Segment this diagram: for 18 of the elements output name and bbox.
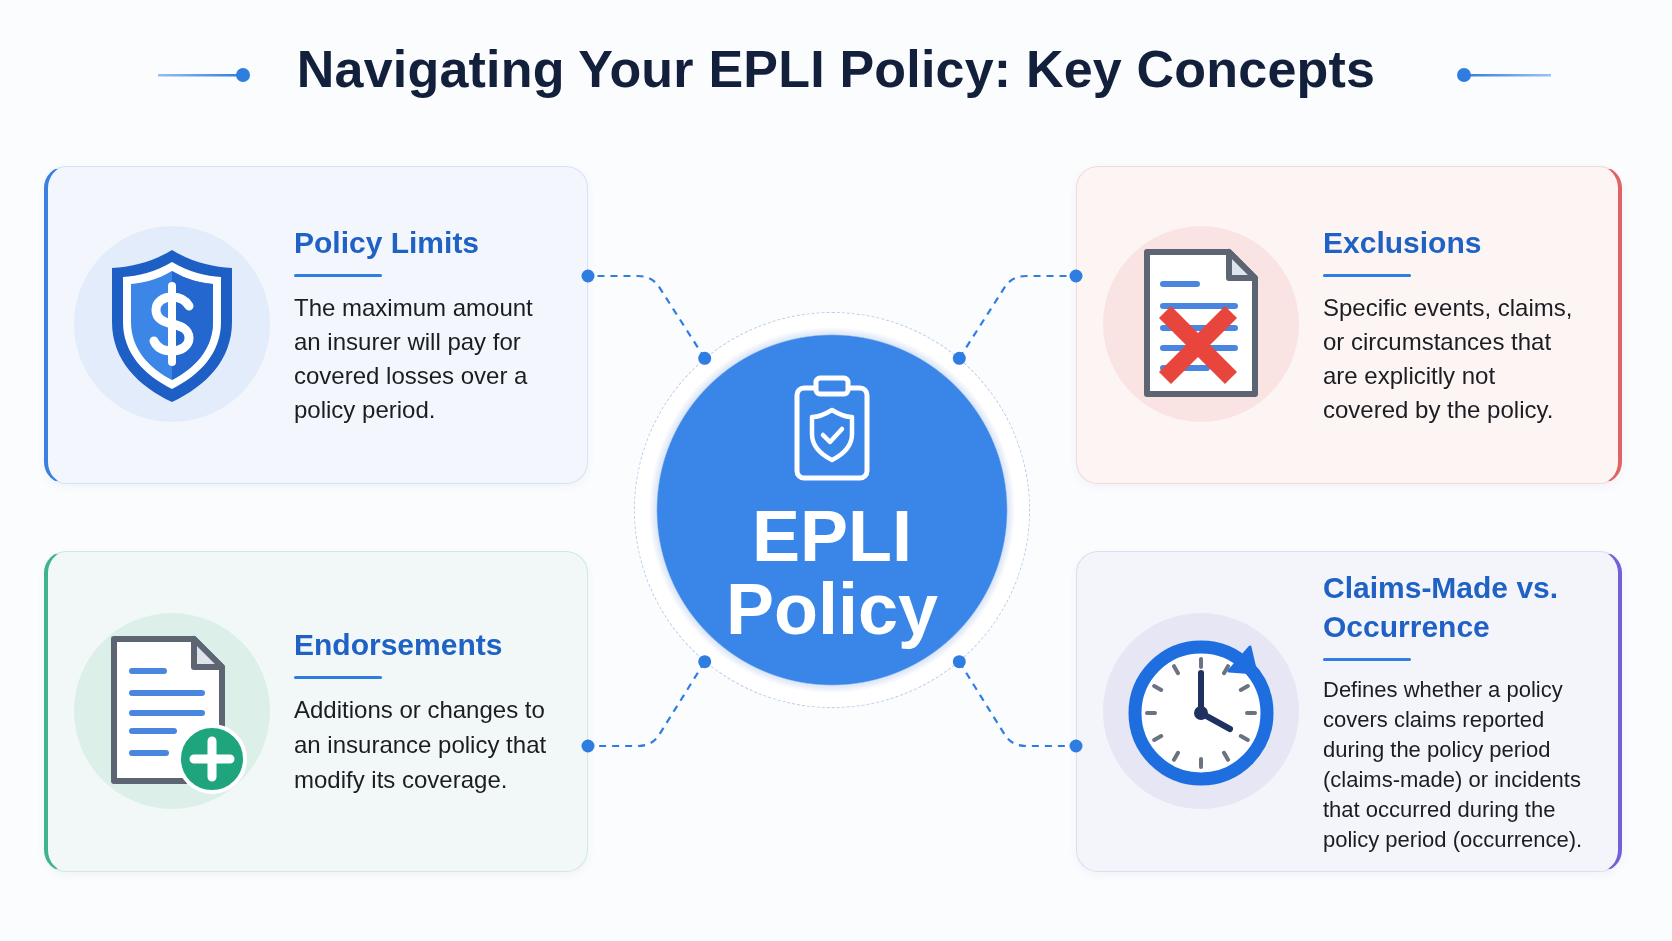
concept-card <box>44 551 588 872</box>
card-description: The maximum amount an insurer will pay for covered losses over a policy period. <box>294 292 534 426</box>
concept-card <box>1076 551 1622 872</box>
card-title: Claims-Made vs. Occurrence <box>1323 570 1560 646</box>
card-description: Additions or changes to an insurance policy that modify its coverage. <box>294 695 548 795</box>
dashed-connector <box>952 655 1083 753</box>
dashed-connector <box>581 269 712 365</box>
card-title: Endorsements <box>294 627 503 664</box>
page-title: Navigating Your EPLI Policy: Key Concepts <box>296 40 1376 100</box>
concept-card <box>1076 166 1622 484</box>
card-description: Defines whether a policy covers claims reported during the policy period (claims-made) or incidents that occurred during the policy period (occurrence). <box>1323 676 1584 854</box>
card-description: Specific events, claims, or circumstances that are explicitly not covered by the policy. <box>1323 292 1574 426</box>
dashed-connector <box>581 655 712 753</box>
concept-card <box>44 166 588 484</box>
dashed-connector <box>952 269 1083 365</box>
hub-title: EPLI Policy <box>724 499 940 647</box>
card-title: Exclusions <box>1323 224 1482 261</box>
card-title: Policy Limits <box>294 224 480 261</box>
